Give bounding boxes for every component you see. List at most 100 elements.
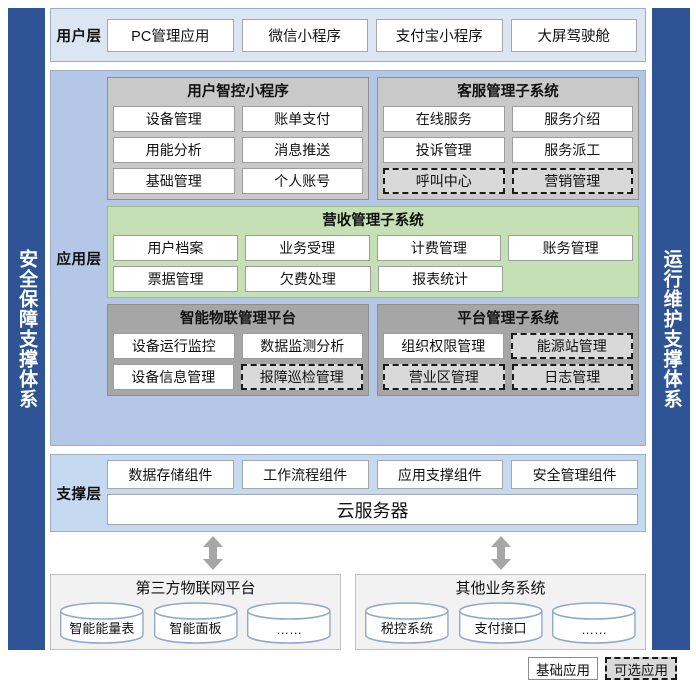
module-row: 设备信息管理 报障巡检管理: [113, 364, 363, 390]
right-pillar-operations: 运行维护支撑体系: [652, 8, 690, 650]
module-customer-profile[interactable]: 用户档案: [113, 235, 238, 261]
subsystem-platform-administration: 平台管理子系统 组织权限管理 能源站管理 营业区管理 日志管理: [377, 304, 639, 396]
module-account-management[interactable]: 账务管理: [508, 235, 633, 261]
component-app-support[interactable]: 应用支撑组件: [376, 460, 504, 489]
cloud-server-box[interactable]: 云服务器: [107, 494, 638, 525]
module-business-district-management[interactable]: 营业区管理: [383, 364, 505, 390]
module-marketing-management[interactable]: 营销管理: [511, 168, 633, 194]
external-node-tax-system[interactable]: 税控系统: [364, 602, 450, 644]
module-report-statistics[interactable]: 报表统计: [377, 266, 503, 292]
external-node-label: ……: [581, 622, 608, 637]
user-app-bigscreen[interactable]: 大屏驾驶舱: [510, 18, 637, 52]
module-org-permission-management[interactable]: 组织权限管理: [383, 333, 504, 359]
subsystem-title: 平台管理子系统: [457, 311, 559, 327]
subsystem-user-smart-control: 用户智控小程序 设备管理 账单支付 用能分析 消息推送 基础管理: [107, 77, 369, 200]
module-basic-management[interactable]: 基础管理: [113, 168, 235, 194]
module-grid: 设备运行监控 数据监测分析 设备信息管理 报障巡检管理: [113, 333, 363, 390]
module-online-service[interactable]: 在线服务: [383, 106, 505, 132]
database-cylinder-icon: [153, 602, 238, 644]
module-invoice-management[interactable]: 票据管理: [113, 266, 239, 292]
app-row-3: 智能物联管理平台 设备运行监控 数据监测分析 设备信息管理 报障巡检管理: [107, 304, 639, 396]
module-row: 组织权限管理 能源站管理: [383, 333, 633, 359]
module-log-management[interactable]: 日志管理: [511, 364, 633, 390]
legend: 基础应用 可选应用: [528, 657, 677, 680]
external-node-smart-panel[interactable]: 智能面板: [153, 602, 239, 644]
database-cylinder-icon: [458, 602, 543, 644]
database-cylinder-icon: [552, 602, 636, 644]
left-pillar-security: 安全保障支撑体系: [8, 8, 45, 650]
module-energy-station-management[interactable]: 能源站管理: [510, 333, 633, 359]
module-business-acceptance[interactable]: 业务受理: [244, 235, 370, 261]
module-fault-inspection-management[interactable]: 报障巡检管理: [240, 364, 363, 390]
module-device-runtime-monitoring[interactable]: 设备运行监控: [113, 333, 235, 359]
module-row: 在线服务 服务介绍: [383, 106, 633, 132]
module-billing-management[interactable]: 计费管理: [376, 235, 502, 261]
subsystem-title: 智能物联管理平台: [180, 311, 296, 327]
component-security-admin[interactable]: 安全管理组件: [511, 460, 638, 489]
external-title: 第三方物联网平台: [135, 580, 256, 597]
user-layer-label: 用户层: [56, 28, 102, 45]
external-node-more[interactable]: ……: [551, 602, 637, 644]
component-workflow[interactable]: 工作流程组件: [241, 460, 369, 489]
connector-arrow-right: [491, 536, 511, 570]
user-app-pc[interactable]: PC管理应用: [107, 18, 234, 52]
module-data-monitoring-analysis[interactable]: 数据监测分析: [241, 333, 363, 359]
module-service-intro[interactable]: 服务介绍: [511, 106, 633, 132]
external-node-label: 智能能量表: [69, 621, 135, 636]
module-grid: 用户档案 业务受理 计费管理 账务管理 票据管理 欠费处理 报表统计: [113, 235, 633, 292]
external-node-label: 支付接口: [474, 621, 527, 636]
module-row: 用能分析 消息推送: [113, 137, 363, 163]
module-service-dispatch[interactable]: 服务派工: [511, 137, 633, 163]
module-bill-payment[interactable]: 账单支付: [241, 106, 363, 132]
component-data-storage[interactable]: 数据存储组件: [107, 460, 234, 489]
subsystem-iot-platform: 智能物联管理平台 设备运行监控 数据监测分析 设备信息管理 报障巡检管理: [107, 304, 369, 396]
legend-optional-application: 可选应用: [605, 657, 677, 680]
subsystem-title: 客服管理子系统: [457, 84, 559, 100]
connector-arrow-left: [203, 536, 223, 570]
module-row: 设备运行监控 数据监测分析: [113, 333, 363, 359]
subsystem-title: 营收管理子系统: [322, 213, 424, 229]
external-node-smart-meter[interactable]: 智能能量表: [59, 602, 145, 644]
module-placeholder: [510, 266, 633, 292]
module-row: 基础管理 个人账号: [113, 168, 363, 194]
external-node-payment-interface[interactable]: 支付接口: [458, 602, 544, 644]
module-row: 用户档案 业务受理 计费管理 账务管理: [113, 235, 633, 261]
module-device-info-management[interactable]: 设备信息管理: [113, 364, 234, 390]
external-node-row: 税控系统 支付接口 ……: [364, 602, 637, 644]
module-call-center[interactable]: 呼叫中心: [383, 168, 505, 194]
application-layer: 应用层 用户智控小程序 设备管理 账单支付 用能分析 消: [50, 70, 646, 446]
external-node-row: 智能能量表 智能面板 ……: [59, 602, 332, 644]
module-row: 投诉管理 服务派工: [383, 137, 633, 163]
external-node-label: 智能面板: [169, 621, 222, 636]
module-row: 营业区管理 日志管理: [383, 364, 633, 390]
module-personal-account[interactable]: 个人账号: [241, 168, 363, 194]
user-layer: 用户层 PC管理应用 微信小程序 支付宝小程序 大屏驾驶舱: [50, 8, 646, 62]
module-device-management[interactable]: 设备管理: [113, 106, 235, 132]
external-node-label: 税控系统: [380, 621, 433, 636]
module-row: 呼叫中心 营销管理: [383, 168, 633, 194]
module-row: 票据管理 欠费处理 报表统计: [113, 266, 633, 292]
database-cylinder-icon: [247, 602, 331, 644]
database-cylinder-icon: [60, 602, 144, 644]
user-app-wechat[interactable]: 微信小程序: [241, 18, 368, 52]
application-layer-body: 用户智控小程序 设备管理 账单支付 用能分析 消息推送 基础管理: [107, 71, 645, 445]
support-layer-label: 支撑层: [56, 486, 102, 503]
external-other-business-systems: 其他业务系统 税控系统 支付接口: [355, 574, 646, 650]
user-layer-apps: PC管理应用 微信小程序 支付宝小程序 大屏驾驶舱: [107, 9, 645, 61]
module-complaint-management[interactable]: 投诉管理: [383, 137, 505, 163]
application-layer-label: 应用层: [56, 251, 102, 268]
module-energy-analysis[interactable]: 用能分析: [113, 137, 235, 163]
module-row: 设备管理 账单支付: [113, 106, 363, 132]
user-app-alipay[interactable]: 支付宝小程序: [376, 18, 503, 52]
external-node-more[interactable]: ……: [246, 602, 332, 644]
subsystem-revenue-management: 营收管理子系统 用户档案 业务受理 计费管理 账务管理 票据管理 欠费处理 报表…: [107, 206, 639, 298]
layer-stack: 用户层 PC管理应用 微信小程序 支付宝小程序 大屏驾驶舱 应用层 用户智控小程…: [50, 8, 646, 650]
subsystem-title: 用户智控小程序: [187, 84, 289, 100]
support-component-row: 数据存储组件 工作流程组件 应用支撑组件 安全管理组件: [107, 460, 638, 489]
app-row-1: 用户智控小程序 设备管理 账单支付 用能分析 消息推送 基础管理: [107, 77, 639, 200]
left-pillar-label: 安全保障支撑体系: [16, 249, 38, 409]
module-message-push[interactable]: 消息推送: [241, 137, 363, 163]
module-grid: 组织权限管理 能源站管理 营业区管理 日志管理: [383, 333, 633, 390]
module-arrears-processing[interactable]: 欠费处理: [245, 266, 371, 292]
